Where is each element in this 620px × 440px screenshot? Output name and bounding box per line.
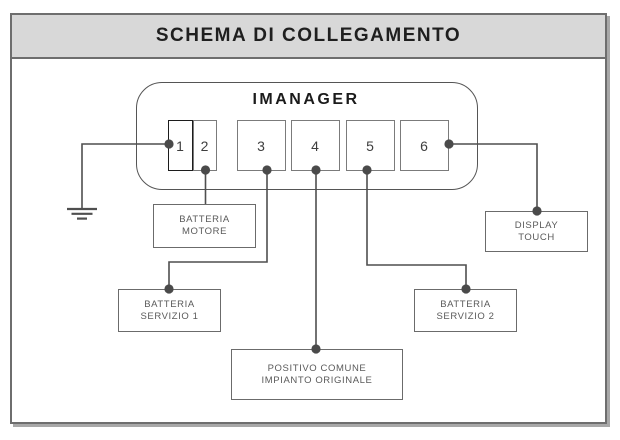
- terminal-1: 1: [168, 120, 193, 171]
- page-title: SCHEMA DI COLLEGAMENTO: [155, 25, 462, 46]
- terminal-2: 2: [193, 120, 217, 171]
- terminal-4-number: 4: [311, 137, 320, 154]
- terminal-6-number: 6: [420, 137, 429, 154]
- component-batteria-motore: BATTERIA MOTORE: [153, 204, 256, 248]
- component-label-line: POSITIVO COMUNE: [267, 362, 367, 374]
- terminal-3: 3: [237, 120, 286, 171]
- component-label-line: BATTERIA: [179, 214, 230, 225]
- component-display-touch: DISPLAY TOUCH: [485, 211, 588, 252]
- imanager-label: IMANAGER: [252, 91, 360, 108]
- title-bar: SCHEMA DI COLLEGAMENTO: [12, 15, 605, 59]
- component-label-line: MOTORE: [181, 226, 228, 237]
- terminal-2-number: 2: [200, 137, 210, 154]
- component-label-line: IMPIANTO ORIGINALE: [261, 374, 373, 386]
- component-label-line: TOUCH: [518, 231, 555, 243]
- component-label-line: SERVIZIO 1: [140, 310, 199, 322]
- terminal-4: 4: [291, 120, 340, 171]
- component-batteria-servizio-2: BATTERIA SERVIZIO 2: [414, 289, 517, 332]
- component-label-line: BATTERIA: [144, 298, 195, 310]
- component-positivo-comune: POSITIVO COMUNE IMPIANTO ORIGINALE: [231, 349, 403, 400]
- terminal-1-number: 1: [176, 137, 185, 154]
- terminal-6: 6: [400, 120, 449, 171]
- terminal-3-number: 3: [257, 137, 266, 154]
- component-batteria-servizio-1: BATTERIA SERVIZIO 1: [118, 289, 221, 332]
- diagram-frame: SCHEMA DI COLLEGAMENTO IMANAGER 1 2 3 4 …: [10, 13, 607, 424]
- component-label-line: DISPLAY: [514, 219, 559, 231]
- terminal-5-number: 5: [366, 137, 375, 154]
- component-label-line: SERVIZIO 2: [436, 310, 495, 322]
- terminal-5: 5: [346, 120, 395, 171]
- component-label-line: BATTERIA: [440, 298, 491, 310]
